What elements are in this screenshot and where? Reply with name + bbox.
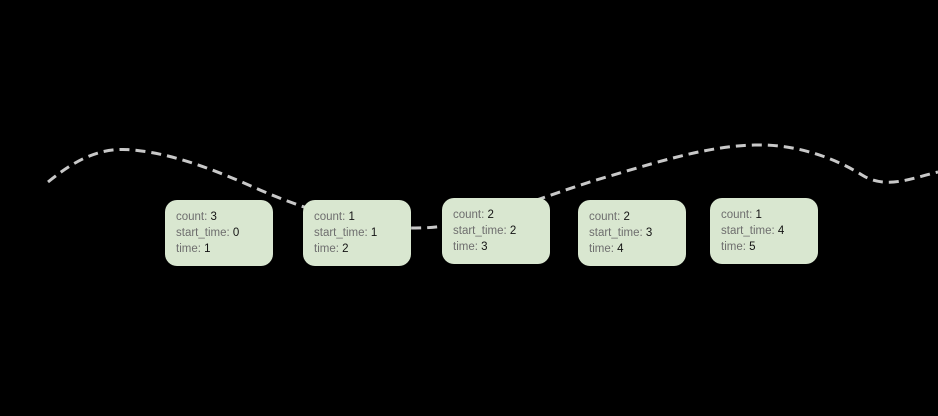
node-field-value: 1	[348, 211, 355, 223]
node-field-key: start_time:	[721, 225, 775, 237]
node-field-row: start_time: 1	[314, 225, 411, 241]
node-field-row: count: 3	[176, 209, 273, 225]
node-field-key: count:	[314, 211, 346, 223]
node-field-value: 1	[755, 209, 762, 221]
node-field-key: time:	[589, 243, 614, 255]
node-field-value: 3	[645, 227, 653, 239]
node-field-row: start_time: 2	[453, 223, 550, 239]
node-field-row: time: 2	[314, 241, 411, 257]
node-field-key: count:	[589, 211, 621, 223]
node-field-row: time: 5	[721, 239, 818, 255]
node-field-row: time: 1	[176, 241, 273, 257]
node-field-key: time:	[721, 241, 746, 253]
node-field-key: start_time:	[589, 227, 643, 239]
node-field-value: 2	[342, 243, 349, 255]
node-field-value: 1	[370, 227, 378, 239]
node-field-key: time:	[314, 243, 339, 255]
node-field-value: 4	[617, 243, 624, 255]
node-field-value: 0	[232, 227, 240, 239]
node-field-value: 3	[481, 241, 488, 253]
node-field-value: 1	[204, 243, 211, 255]
node-field-value: 2	[509, 225, 517, 237]
node-field-row: count: 1	[314, 209, 411, 225]
node-field-row: time: 4	[589, 241, 686, 257]
node-field-value: 3	[210, 211, 217, 223]
node-field-row: count: 2	[589, 209, 686, 225]
node-field-key: start_time:	[453, 225, 507, 237]
node-field-value: 5	[749, 241, 756, 253]
node-field-key: count:	[721, 209, 753, 221]
node-field-row: start_time: 4	[721, 223, 818, 239]
node-field-row: count: 1	[721, 207, 818, 223]
node-field-value: 2	[487, 209, 494, 221]
node-field-key: count:	[176, 211, 208, 223]
node-field-row: start_time: 3	[589, 225, 686, 241]
node-field-key: time:	[176, 243, 201, 255]
node-field-value: 4	[777, 225, 785, 237]
node-field-key: count:	[453, 209, 485, 221]
node-field-row: count: 2	[453, 207, 550, 223]
node-field-key: start_time:	[314, 227, 368, 239]
node-field-key: time:	[453, 241, 478, 253]
node-field-key: start_time:	[176, 227, 230, 239]
node-field-row: start_time: 0	[176, 225, 273, 241]
node-field-row: time: 3	[453, 239, 550, 255]
node-field-value: 2	[623, 211, 630, 223]
